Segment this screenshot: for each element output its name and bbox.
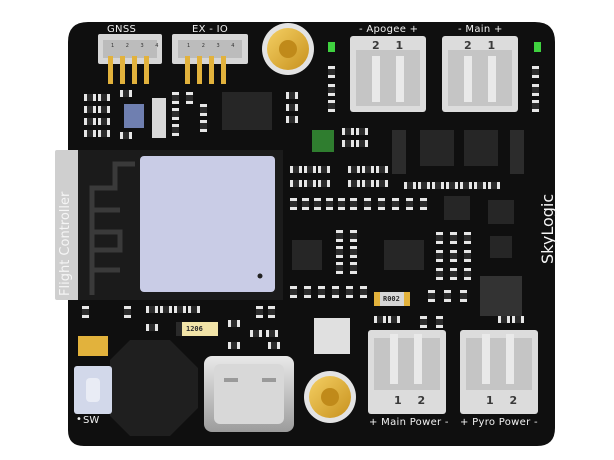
gnss-header: [98, 34, 162, 84]
fuse-1: [314, 318, 350, 336]
main-power-connector: [368, 330, 446, 414]
ex-io-pins: 1 2 3 4: [187, 43, 240, 49]
jumper-pad: [78, 336, 108, 356]
switch-marker: •: [76, 414, 82, 425]
antenna-trace: [89, 161, 135, 295]
small-ic: [490, 236, 512, 258]
status-led-1: [328, 42, 335, 52]
resistor-1206-label: 1206: [186, 325, 203, 333]
status-led-2: [534, 42, 541, 52]
module-shield: [140, 156, 275, 292]
pyro-power-label: + Pyro Power -: [460, 417, 538, 428]
main-pins: 2 1: [464, 39, 502, 52]
sensor-chip: [292, 240, 322, 270]
driver-chip: [384, 240, 424, 270]
push-button: [74, 366, 112, 414]
transistor-1: [444, 196, 470, 220]
wifi-module: [55, 150, 283, 300]
regulator-chip: [480, 276, 522, 316]
mosfet-chip-1: [420, 130, 454, 166]
transistor-2: [488, 200, 514, 224]
mounting-hole-bottom: [304, 371, 356, 423]
fuse-2: [314, 336, 350, 354]
gnss-pins: 1 2 3 4: [111, 43, 164, 49]
ex-io-header: [172, 34, 248, 84]
buzzer: [110, 340, 198, 436]
green-sensor: [312, 130, 334, 152]
main-connector: [442, 36, 518, 112]
ex-io-label: EX - IO: [192, 24, 229, 35]
shunt-label: R002: [383, 295, 400, 303]
mounting-hole-top: [262, 23, 314, 75]
apogee-pins: 2 1: [372, 39, 410, 52]
gnss-label: GNSS: [107, 24, 137, 35]
flight-controller-label: Flight Controller: [58, 191, 73, 296]
crystal: [152, 98, 166, 138]
pyro-power-pins: 1 2: [486, 394, 524, 407]
shunt-resistor: [374, 292, 410, 306]
apogee-connector: [350, 36, 426, 112]
usb-c-port: [204, 356, 294, 432]
pressure-sensor: [124, 104, 144, 128]
mcu-chip: [222, 92, 272, 130]
apogee-label: - Apogee +: [359, 24, 419, 35]
main-label: - Main +: [458, 24, 503, 35]
main-power-label: + Main Power -: [369, 417, 449, 428]
switch-label: SW: [83, 415, 100, 426]
mosfet-chip-2: [464, 130, 498, 166]
brand-label: SkyLogic: [538, 193, 557, 264]
diode-1: [392, 130, 406, 174]
main-power-pins: 1 2: [394, 394, 432, 407]
resistor-1206: [176, 322, 218, 336]
diode-2: [510, 130, 524, 174]
pyro-power-connector: [460, 330, 538, 414]
